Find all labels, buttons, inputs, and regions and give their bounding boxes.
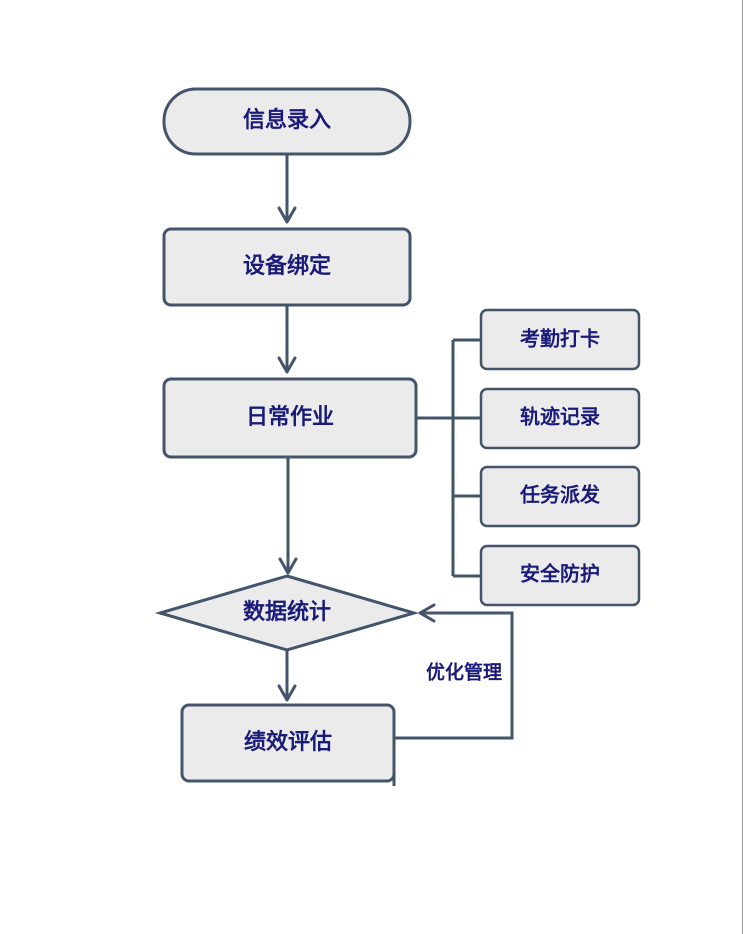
node-eval <box>180 703 396 783</box>
page-edge <box>742 0 743 934</box>
node-bind <box>162 227 412 307</box>
arrowhead-feedback <box>418 603 436 623</box>
node-daily <box>162 377 418 459</box>
arrowhead-stats <box>278 557 298 575</box>
arrowhead-eval <box>277 684 297 702</box>
branch-node-2 <box>479 387 641 450</box>
feedback-loop-label: 优化管理 <box>426 661 502 684</box>
node-stats-label: 数据统计 <box>243 599 331 625</box>
branch-node-4 <box>479 544 641 607</box>
node-bind-label: 设备绑定 <box>243 253 331 279</box>
branch-node-4-label: 安全防护 <box>520 562 600 586</box>
node-start <box>162 87 412 156</box>
feedback-loop-connector <box>394 611 514 740</box>
node-start-label: 信息录入 <box>243 107 331 133</box>
branch-node-2-label: 轨迹记录 <box>520 405 600 429</box>
branch-node-3 <box>479 465 641 528</box>
node-stats-diamond <box>154 574 420 652</box>
node-daily-label: 日常作业 <box>246 404 334 430</box>
branch-node-1-label: 考勤打卡 <box>520 327 600 351</box>
node-eval-label: 绩效评估 <box>244 729 332 755</box>
branch-node-3-label: 任务派发 <box>519 483 601 507</box>
branch-node-1 <box>479 308 641 371</box>
arrowhead-daily <box>277 356 297 374</box>
arrowhead-bind <box>277 206 297 224</box>
